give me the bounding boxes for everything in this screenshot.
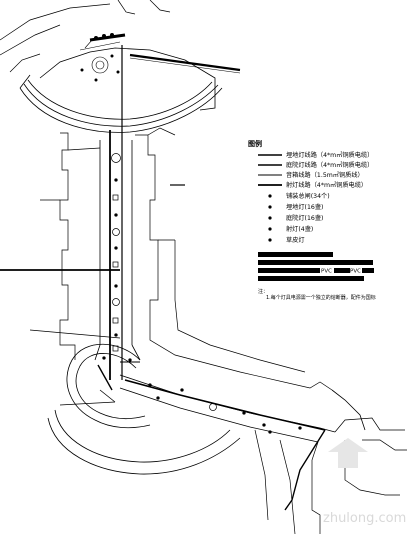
- legend-item-label: 庭院灯线路（4*m㎡铜质电缆）: [286, 161, 373, 169]
- light-fixtures: [102, 153, 302, 434]
- legend-item-9: 草皮灯: [268, 236, 305, 244]
- plaza-fountain-icon: [79, 37, 121, 82]
- plaza-planting-cluster: [89, 33, 126, 42]
- legend-item-5: 铺装总闸(34个): [268, 192, 330, 200]
- pvc-label: PVC: [321, 269, 332, 275]
- redacted-bar: [258, 260, 373, 265]
- watermark: zhulong.com: [323, 438, 406, 526]
- legend-item-6: 埋地灯(16盏): [268, 203, 323, 211]
- right-building-outline: [135, 127, 333, 391]
- bottom-right-building-outline: [254, 417, 407, 534]
- entrance-plaza: [19, 47, 223, 133]
- roundabout-plaza: [47, 343, 241, 475]
- watermark-text: zhulong.com: [323, 511, 406, 526]
- diagonal-walkway: [119, 374, 366, 443]
- site-boundary-lines: [0, 0, 171, 73]
- main-road-line: [129, 53, 241, 74]
- legend: 图例 埋地灯线路（4*m㎡铜质电缆） 庭院灯线路（4*m㎡铜质电缆） 音箱线路（…: [248, 139, 373, 244]
- redacted-bar: [258, 268, 320, 273]
- legend-item-7: 庭院灯(16盏): [268, 214, 323, 222]
- note-text: 1.每个灯具电源需一个独立的熔断器，配件为国标: [266, 294, 376, 301]
- redacted-bar: [334, 268, 350, 273]
- redacted-bar: [258, 276, 364, 281]
- legend-item-label: 草皮灯: [286, 236, 305, 244]
- legend-item-2: 庭院灯线路（4*m㎡铜质电缆）: [258, 161, 373, 169]
- legend-item-label: 射灯线路（4*m㎡铜质电缆）: [286, 181, 367, 189]
- note-heading: 注：: [258, 288, 268, 295]
- legend-title: 图例: [248, 139, 262, 148]
- legend-item-label: 庭院灯(16盏): [286, 214, 323, 222]
- legend-item-label: 埋地灯(16盏): [286, 203, 323, 211]
- legend-item-3: 音箱线路（1.5m㎡铜质线）: [258, 171, 364, 179]
- legend-item-label: 射灯(4盏): [286, 225, 313, 233]
- legend-item-4: 射灯线路（4*m㎡铜质电缆）: [258, 181, 367, 189]
- specification-block: PVC PVC 注： 1.每个灯具电源需一个独立的熔断器，配件为国标: [258, 252, 376, 301]
- redacted-bar: [362, 268, 374, 273]
- redacted-bar: [258, 252, 333, 257]
- legend-item-1: 埋地灯线路（4*m㎡铜质电缆）: [258, 151, 373, 159]
- legend-item-label: 埋地灯线路（4*m㎡铜质电缆）: [286, 151, 373, 159]
- left-building-outline: [40, 132, 101, 360]
- legend-item-label: 音箱线路（1.5m㎡铜质线）: [286, 171, 364, 179]
- central-walkway: [94, 140, 141, 361]
- lighting-circuit-lines: [0, 45, 326, 511]
- legend-item-8: 射灯(4盏): [268, 225, 313, 233]
- legend-item-label: 铺装总闸(34个): [286, 192, 330, 200]
- pvc-label: PVC: [350, 269, 361, 275]
